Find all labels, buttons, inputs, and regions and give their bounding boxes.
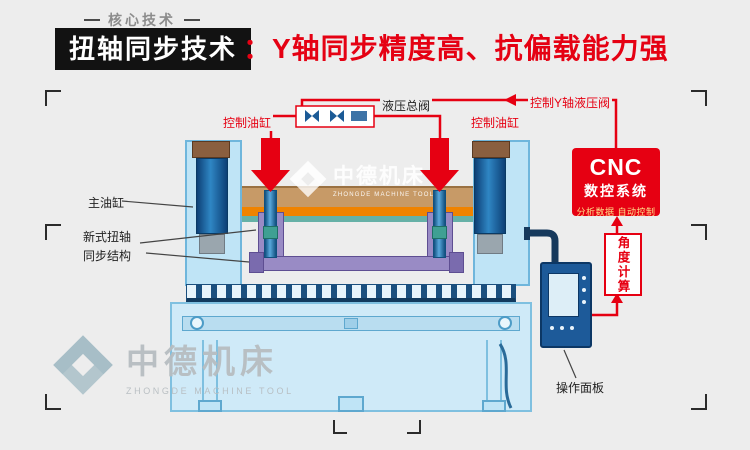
label-y-axis-valve: 控制Y轴液压阀 — [528, 94, 613, 111]
watermark-cn: 中德机床 — [333, 165, 425, 188]
panel-button — [582, 276, 586, 280]
crop-mark — [691, 224, 707, 240]
angle-calc-box: 角度计算 — [604, 233, 642, 296]
piston-block-left — [199, 234, 225, 254]
label-control-cylinder-right: 控制油缸 — [469, 114, 522, 131]
control-cylinder-right — [433, 190, 446, 258]
cnc-system-box: CNC 数控系统 分析数据 自动控制 — [572, 148, 660, 217]
panel-button — [560, 326, 564, 330]
valve-icon — [295, 105, 375, 128]
eyebrow-text: 核心技术 — [108, 12, 176, 28]
cylinder-cap-right — [472, 141, 510, 158]
panel-button — [582, 288, 586, 292]
page-subtitle: ：Y轴同步精度高、抗偏载能力强 — [243, 33, 669, 64]
crop-mark — [691, 394, 707, 410]
torsion-clamp-left — [263, 226, 278, 239]
watermark-en: ZHONGDE MACHINE TOOL — [126, 385, 294, 396]
control-cylinder-left — [264, 190, 277, 258]
eyebrow: 核心技术 — [84, 10, 200, 30]
crop-mark — [407, 420, 421, 434]
pipe-to-panel — [528, 229, 559, 262]
torsion-endcap-right — [449, 252, 464, 273]
eyebrow-line — [184, 19, 200, 21]
page-title: 扭轴同步技术 — [55, 28, 252, 70]
crop-mark — [333, 420, 347, 434]
panel-button — [570, 326, 574, 330]
cnc-subtitle: 数控系统 — [584, 183, 648, 199]
machine-foot-left — [198, 400, 222, 412]
arrow-left-icon — [504, 94, 516, 106]
panel-button — [550, 326, 554, 330]
ram-beam-tan — [242, 186, 473, 207]
angle-calc-label: 角度计算 — [615, 235, 630, 294]
operation-panel — [540, 262, 592, 348]
label-torsion-line2: 同步结构 — [82, 248, 131, 263]
crop-mark — [45, 90, 61, 106]
cnc-desc: 分析数据 自动控制 — [576, 207, 656, 217]
zhongde-logo-icon — [289, 160, 327, 198]
label-main-cylinder: 主油缸 — [88, 196, 125, 210]
label-control-cylinder-left: 控制油缸 — [221, 114, 274, 131]
main-cylinder-right — [474, 158, 506, 234]
piston-block-right — [477, 234, 503, 254]
rail-center-block — [344, 318, 358, 329]
machine-foot-right — [482, 400, 506, 412]
cnc-title: CNC — [589, 154, 643, 180]
cylinder-cap-left — [192, 141, 230, 158]
foot-pedal — [338, 396, 364, 412]
label-operation-panel: 操作面板 — [556, 381, 605, 395]
label-torsion-structure: 新式扭轴 同步结构 — [70, 228, 144, 265]
rail-knob-right — [498, 316, 512, 330]
brand-watermark: 中德机床 ZHONGDE MACHINE TOOL — [52, 334, 294, 396]
watermark-on-machine: 中德机床 ZHONGDE MACHINE TOOL — [289, 160, 434, 198]
zhongde-logo-icon — [53, 335, 113, 395]
crop-mark — [691, 90, 707, 106]
ram-beam-orange — [242, 207, 473, 216]
watermark-en: ZHONGDE MACHINE TOOL — [333, 192, 435, 198]
label-main-valve: 液压总阀 — [380, 97, 433, 114]
panel-button — [582, 300, 586, 304]
ram-beam-teal — [242, 216, 473, 222]
panel-screen — [548, 273, 579, 317]
torsion-clamp-right — [432, 226, 447, 239]
main-cylinder-left — [196, 158, 228, 234]
torsion-endcap-left — [249, 252, 264, 273]
crop-mark — [45, 394, 61, 410]
watermark-cn: 中德机床 — [126, 342, 278, 380]
eyebrow-line — [84, 19, 100, 21]
rail-knob-left — [190, 316, 204, 330]
hydraulic-arrow-down-left — [251, 138, 290, 192]
torsion-bar — [251, 256, 463, 271]
machine-leg-left — [202, 340, 218, 410]
label-torsion-line1: 新式扭轴 — [82, 230, 131, 244]
die-toolbar — [186, 284, 516, 302]
crop-mark — [45, 224, 61, 240]
